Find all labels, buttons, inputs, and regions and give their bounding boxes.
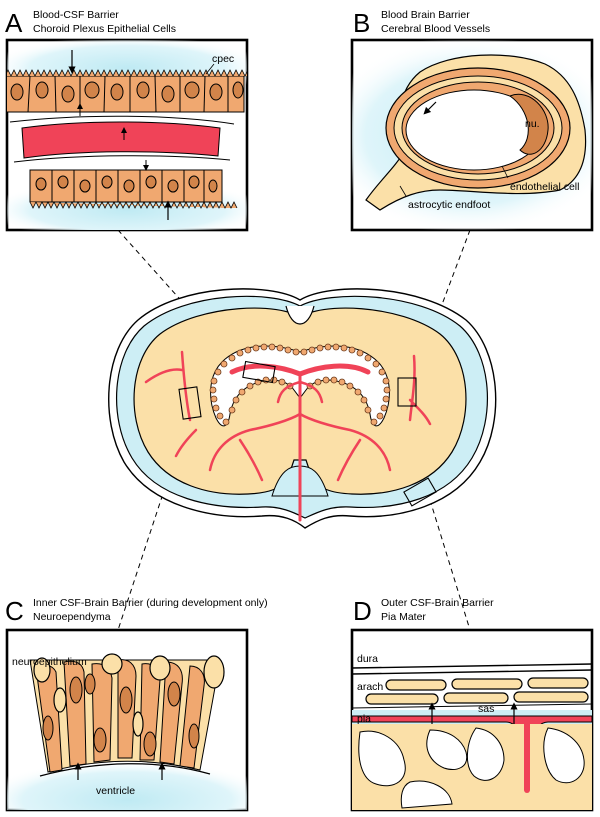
blood-vessels: [144, 350, 432, 522]
panel-a-title: Blood-CSF Barrier: [33, 9, 119, 21]
panel-b: B Blood Brain Barrier Cerebral Blood Ves…: [350, 8, 594, 232]
panel-c-subtitle: Neuroependyma: [33, 611, 111, 623]
label-ventricle: ventricle: [96, 785, 135, 797]
label-endothelial-cell: endothelial cell: [510, 181, 579, 193]
label-neuroepithelium: neuroepithelium: [12, 656, 87, 668]
label-arach: arach: [357, 681, 383, 693]
panel-b-title: Blood Brain Barrier: [381, 9, 470, 21]
label-sas: sas: [478, 703, 494, 715]
label-astrocytic-endfoot: astrocytic endfoot: [408, 199, 490, 211]
panel-d-subtitle: Pia Mater: [381, 611, 426, 623]
panel-a-subtitle: Choroid Plexus Epithelial Cells: [33, 23, 176, 35]
label-pia: pia: [357, 713, 371, 725]
panel-a: A Blood-CSF Barrier Choroid Plexus Epith…: [5, 8, 249, 232]
label-dura: dura: [357, 653, 378, 665]
spinal-cord-section: [108, 288, 497, 529]
panel-a-letter: A: [5, 8, 23, 38]
label-nucleus: nu.: [525, 118, 540, 130]
panel-b-letter: B: [353, 8, 370, 38]
panel-d-letter: D: [353, 596, 372, 626]
label-cpec: cpec: [212, 53, 234, 65]
panel-c-title: Inner CSF-Brain Barrier (during developm…: [33, 597, 268, 609]
ependymal-beads: [209, 343, 391, 426]
panel-c: C Inner CSF-Brain Barrier (during develo…: [5, 596, 268, 812]
panel-c-letter: C: [5, 596, 24, 626]
panel-d-title: Outer CSF-Brain Barrier: [381, 597, 494, 609]
panel-b-subtitle: Cerebral Blood Vessels: [381, 23, 490, 35]
panel-d: D Outer CSF-Brain Barrier Pia Mater: [350, 596, 594, 812]
